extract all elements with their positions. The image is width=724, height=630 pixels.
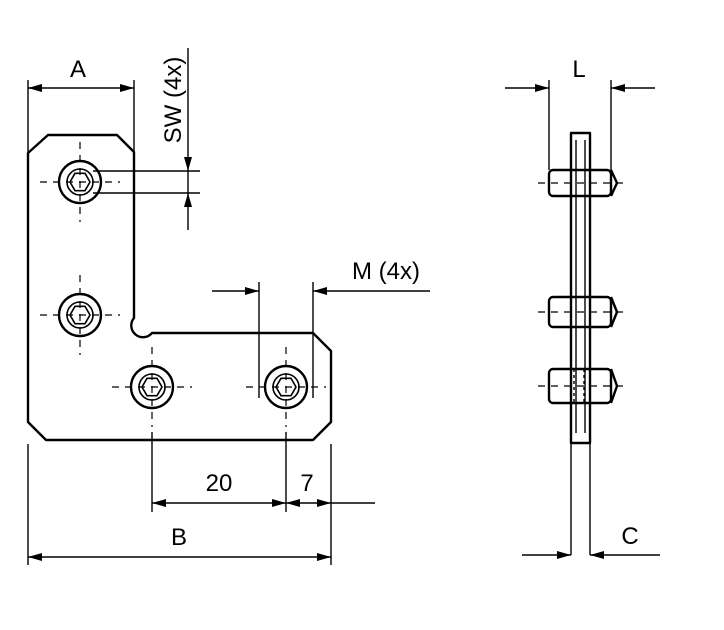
set-screw-1 [538,168,624,198]
dimension-m: M (4x) [212,258,430,398]
dim-a-label: A [70,56,86,83]
dimension-l: L [505,56,655,170]
front-view [26,133,333,442]
dim-7-label: 7 [300,470,313,497]
plate-outline [26,133,333,442]
dimension-b: B [27,444,332,565]
set-screw-2 [538,295,624,329]
dim-b-label: B [171,524,187,551]
dim-m-label: M (4x) [352,258,420,285]
plate-side [569,131,592,445]
countersunk-hole-3 [112,347,192,427]
countersunk-hole-1 [40,142,120,222]
dim-20-label: 20 [206,470,233,497]
dim-sw-label: SW (4x) [160,57,187,144]
dimension-c: C [522,523,660,559]
side-view [538,131,624,555]
dim-l-label: L [572,56,585,83]
dim-c-label: C [621,523,638,550]
dimension-sw: SW (4x) [93,48,200,230]
countersunk-hole-2 [40,275,120,355]
set-screw-3 [538,367,624,405]
countersunk-hole-4 [246,347,326,427]
dimension-a: A [27,56,135,152]
dimension-20-7: 20 7 [151,432,375,512]
